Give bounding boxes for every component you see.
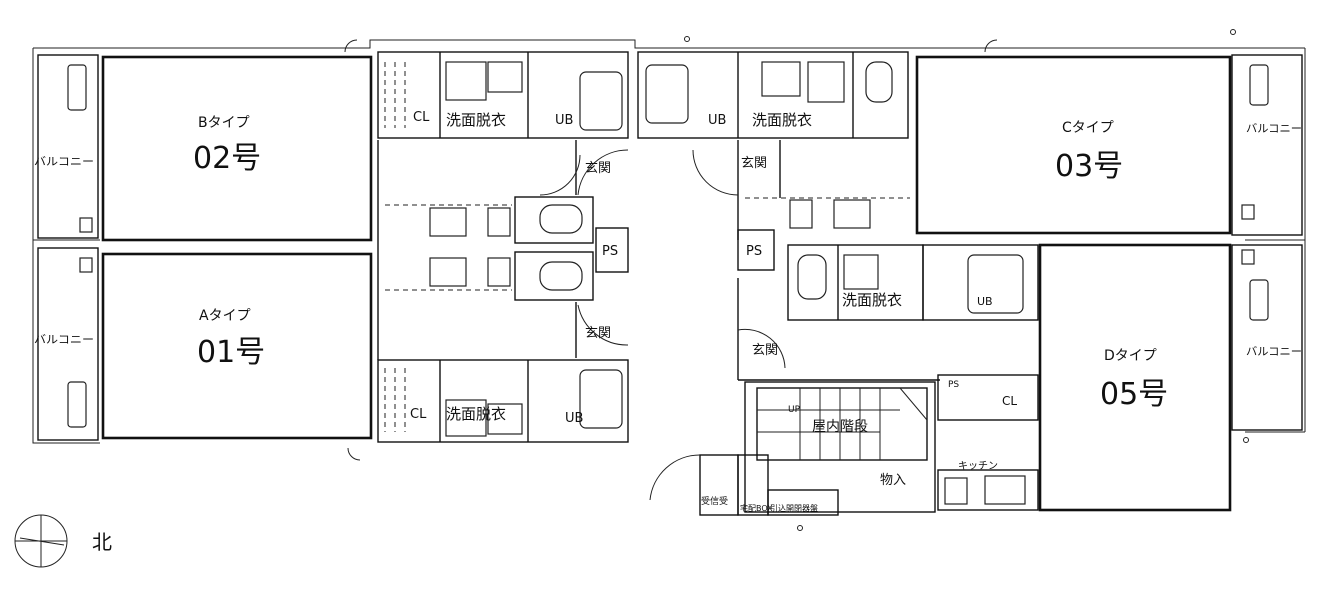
cl-label-01: CL <box>410 407 427 422</box>
stairs-label: 屋内階段 <box>812 419 868 435</box>
unit-02-number: 02号 <box>193 141 261 176</box>
left-service-block <box>377 51 629 443</box>
meter-label: 受信受 <box>701 495 728 507</box>
unit-labels: Bタイプ 02号 Aタイプ 01号 Cタイプ 03号 Dタイプ 05号 <box>193 115 1168 412</box>
ub-label-03: UB <box>708 113 726 128</box>
entrance-label-02: 玄関 <box>585 161 611 176</box>
ub-label-01: UB <box>565 411 583 426</box>
balcony-label-02: バルコニー <box>34 155 94 168</box>
room-labels: CL 洗面脱衣 UB 玄関 PS 玄関 CL 洗面脱衣 UB UB 洗面脱衣 玄… <box>410 110 1017 513</box>
balcony-right: バルコニー バルコニー <box>1231 54 1303 431</box>
right-service-block <box>637 51 1039 516</box>
ps-label-05: PS <box>948 380 959 390</box>
entrance-label-03: 玄関 <box>741 156 767 171</box>
washroom-label-01: 洗面脱衣 <box>446 405 506 423</box>
washroom-label-02: 洗面脱衣 <box>446 111 506 129</box>
ps-label-right: PS <box>746 244 762 259</box>
storage-label: 物入 <box>880 473 906 488</box>
unit-03-type: Cタイプ <box>1062 120 1114 136</box>
kitchen-label: キッチン <box>958 460 998 472</box>
entrance-label-01: 玄関 <box>585 326 611 341</box>
washroom-label-03: 洗面脱衣 <box>752 111 812 129</box>
ub-label-02: UB <box>555 113 573 128</box>
north-label: 北 <box>92 530 112 554</box>
balcony-label-05: バルコニー <box>1246 345 1302 358</box>
ub-label-05: UB <box>977 295 993 308</box>
ps-label-left: PS <box>602 244 618 259</box>
balcony-label-01: バルコニー <box>34 333 94 346</box>
unit-05-number: 05号 <box>1100 377 1168 412</box>
balcony-label-03: バルコニー <box>1246 122 1302 135</box>
alarm-panel-label: 引込開閉器盤 <box>770 503 818 513</box>
main-rooms <box>101 55 1232 512</box>
unit-01-number: 01号 <box>197 335 265 370</box>
unit-02-type: Bタイプ <box>198 115 250 131</box>
unit-03-number: 03号 <box>1055 149 1123 184</box>
entrance-label-05: 玄関 <box>752 343 778 358</box>
cl-label-02: CL <box>413 110 430 125</box>
unit-01-type: Aタイプ <box>199 308 251 324</box>
cl-label-05: CL <box>1002 394 1017 408</box>
up-label: UP <box>788 405 801 415</box>
delivery-box-label: 宅配BOX <box>740 503 773 513</box>
unit-05-type: Dタイプ <box>1104 348 1157 364</box>
north-compass: 北 <box>14 514 112 568</box>
washroom-label-05: 洗面脱衣 <box>842 291 902 309</box>
exterior-walls <box>32 39 1306 444</box>
balcony-left: バルコニー バルコニー <box>34 54 99 441</box>
door-swings <box>344 39 998 461</box>
